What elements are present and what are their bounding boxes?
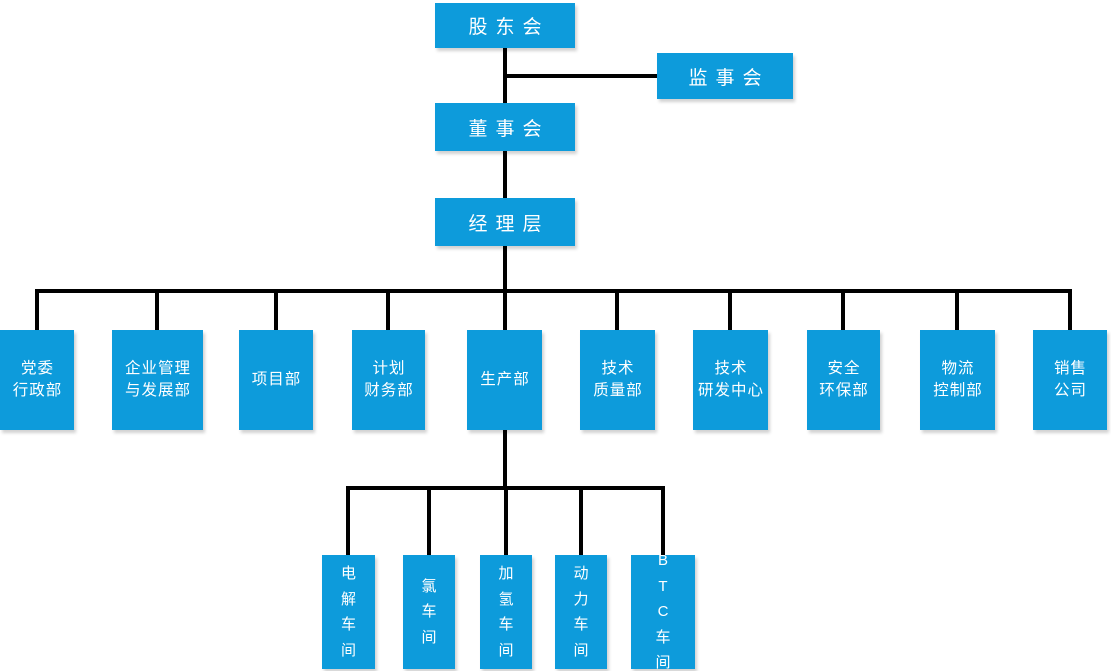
node-btc-workshop: B T C 车 间	[631, 552, 695, 671]
connector-drop-production	[503, 289, 507, 330]
node-label: 监事会	[688, 67, 770, 89]
connector-drop-btc	[661, 486, 665, 556]
connector-drop-hydrogenation	[504, 486, 508, 556]
connector-drop-chlorine	[427, 486, 431, 556]
connector-branch-supervisory	[505, 74, 657, 78]
node-label: 技术 质量部	[593, 359, 643, 399]
node-management-level: 经理层	[435, 198, 575, 246]
node-tech-quality-dept: 技术 质量部	[580, 330, 655, 430]
connector-drop-logistics	[955, 289, 959, 330]
connector-drop-project	[274, 289, 278, 330]
node-label: 生产部	[480, 370, 530, 388]
node-sales-company: 销售 公司	[1033, 330, 1107, 430]
connector-drop-power	[579, 486, 583, 556]
node-electrolysis-workshop: 电 解 车 间	[322, 555, 375, 669]
node-label: 经理层	[468, 213, 550, 235]
connector-board-management	[503, 151, 507, 198]
node-supervisory-board: 监事会	[657, 53, 793, 99]
node-label: 股东会	[468, 17, 550, 38]
connector-drop-tech-quality	[615, 289, 619, 330]
node-party-admin-dept: 党委 行政部	[0, 330, 74, 430]
node-safety-env-dept: 安全 环保部	[807, 330, 880, 430]
node-label: 董事会	[468, 118, 550, 140]
connector-management-mainline	[503, 246, 507, 291]
node-label: 企业管理 与发展部	[124, 359, 191, 399]
node-label: 安全 环保部	[819, 359, 869, 399]
node-logistics-control-dept: 物流 控制部	[920, 330, 995, 430]
node-project-dept: 项目部	[239, 330, 313, 430]
node-board-of-directors: 董事会	[435, 103, 575, 151]
connector-mainline	[35, 289, 1072, 293]
connector-drop-electrolysis	[346, 486, 350, 556]
connector-drop-sales	[1068, 289, 1072, 330]
connector-drop-tech-rd	[728, 289, 732, 330]
node-power-workshop: 动 力 车 间	[555, 555, 607, 669]
node-label: 党委 行政部	[12, 359, 63, 399]
node-chlorine-workshop: 氯 车 间	[403, 555, 455, 669]
connector-drop-planning-finance	[386, 289, 390, 330]
node-label: 电 解 车 间	[340, 565, 356, 659]
node-label: 销售 公司	[1053, 359, 1087, 399]
node-production-dept: 生产部	[467, 330, 542, 430]
node-label: 计划 财务部	[364, 359, 414, 399]
node-label: 物流 控制部	[933, 359, 983, 399]
connector-drop-party-admin	[35, 289, 39, 330]
connector-drop-enterprise-mgmt	[155, 289, 159, 330]
node-label: 加 氢 车 间	[498, 565, 514, 659]
connector-drop-safety-env	[841, 289, 845, 330]
node-label: B T C 车 间	[655, 552, 671, 671]
node-hydrogenation-workshop: 加 氢 车 间	[480, 555, 532, 669]
connector-production-subline	[503, 430, 507, 488]
node-enterprise-mgmt-dev-dept: 企业管理 与发展部	[112, 330, 203, 430]
node-tech-rd-center: 技术 研发中心	[693, 330, 768, 430]
node-planning-finance-dept: 计划 财务部	[352, 330, 425, 430]
node-label: 动 力 车 间	[573, 565, 589, 659]
node-label: 项目部	[251, 370, 302, 388]
node-label: 技术 研发中心	[697, 359, 764, 399]
node-shareholders-meeting: 股东会	[435, 3, 575, 48]
node-label: 氯 车 间	[421, 577, 437, 646]
